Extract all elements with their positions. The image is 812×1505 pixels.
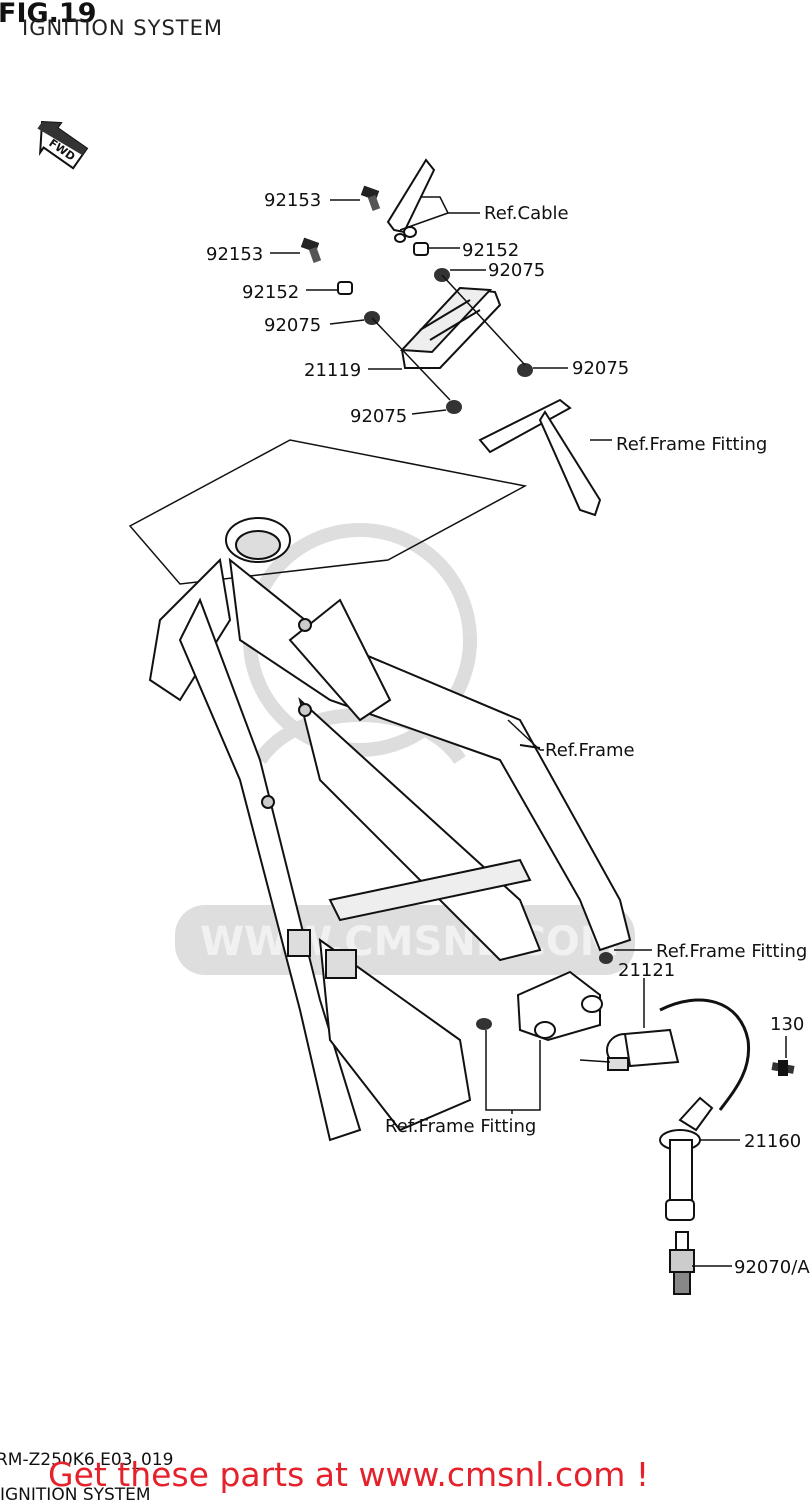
leader-lines-top — [270, 196, 612, 441]
spark-plug-92070A — [669, 1231, 695, 1295]
collar-92152-top — [413, 242, 429, 256]
label-ref-frame-fitting-top: Ref.Frame Fitting — [616, 434, 767, 455]
label-130: 130 — [770, 1014, 804, 1035]
leader-lines-bottom — [485, 719, 787, 1267]
watermark-text: WWW.CMSNL.COM — [200, 919, 620, 965]
frame-fitting-bracket-top — [478, 398, 602, 517]
label-92075-d: 92075 — [350, 406, 407, 427]
grommet-92075-c — [517, 363, 533, 377]
label-ref-cable: Ref.Cable — [484, 203, 569, 224]
small-bolt-upper — [599, 952, 613, 964]
cdi-unit-21119 — [399, 286, 502, 369]
figure-subtitle: IGNITION SYSTEM — [22, 16, 224, 40]
label-92075-b: 92075 — [264, 315, 321, 336]
cable-clamp — [386, 158, 436, 243]
label-ref-frame: Ref.Frame — [545, 740, 635, 761]
label-92153-top: 92153 — [264, 190, 321, 211]
label-21160: 21160 — [744, 1131, 801, 1152]
ignition-coil-21121 — [606, 998, 751, 1111]
promo-link-text[interactable]: Get these parts at www.cmsnl.com ! — [48, 1455, 650, 1494]
label-92075-a: 92075 — [488, 260, 545, 281]
label-92070A: 92070/A — [734, 1257, 810, 1278]
label-92153-bottom: 92153 — [206, 244, 263, 265]
bolt-92153-top — [360, 185, 381, 211]
label-92152-left: 92152 — [242, 282, 299, 303]
label-21121: 21121 — [618, 960, 675, 981]
fwd-arrow-icon: FWD — [37, 120, 89, 170]
label-92152-top: 92152 — [462, 240, 519, 261]
collar-92152-left — [337, 281, 353, 295]
mounting-reference-outline — [128, 439, 528, 585]
small-bolt-left — [476, 1018, 492, 1030]
label-ref-frame-fitting-bottom: Ref.Frame Fitting — [385, 1116, 536, 1137]
bolt-92153-bottom — [300, 237, 322, 263]
grommet-92075-d — [446, 400, 462, 414]
label-92075-c: 92075 — [572, 358, 629, 379]
frame-fitting-bracket-lower — [516, 970, 603, 1042]
footer-model-code: RM-Z250K6 E03_019 — [0, 1450, 174, 1470]
spark-plug-cap-21160 — [659, 1096, 714, 1221]
figure-title: FIG.19 — [0, 0, 97, 29]
label-21119: 21119 — [304, 360, 361, 381]
motorcycle-frame — [148, 517, 632, 1142]
bolt-130 — [771, 1060, 795, 1076]
label-ref-frame-fitting-right: Ref.Frame Fitting — [656, 941, 807, 962]
